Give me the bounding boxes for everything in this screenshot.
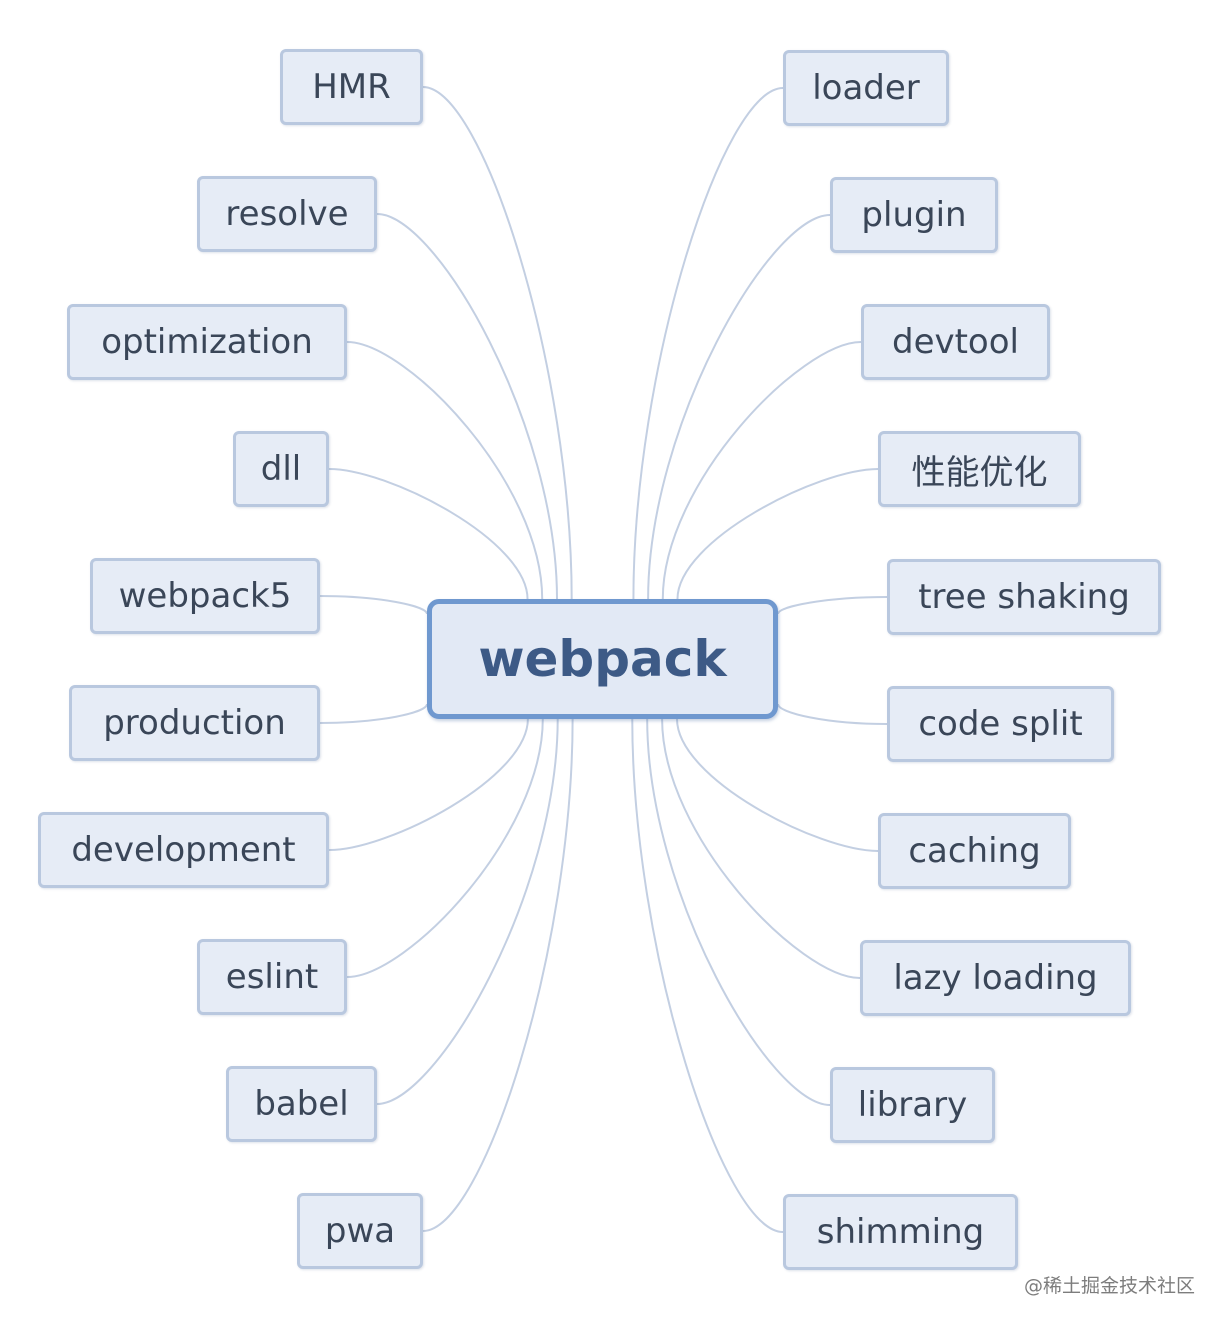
root-node-webpack[interactable]: webpack (427, 599, 778, 719)
connector-line-10 (632, 87, 784, 600)
node-dll[interactable]: dll (233, 431, 329, 507)
connector-line-12 (661, 341, 862, 600)
watermark-text: @稀土掘金技术社区 (1024, 1275, 1196, 1297)
connector-line-8 (376, 718, 559, 1105)
connector-line-1 (376, 213, 559, 600)
node-lazy-loading[interactable]: lazy loading (860, 940, 1131, 1016)
node-production[interactable]: production (69, 685, 320, 761)
connector-line-0 (422, 86, 573, 600)
connector-line-13 (676, 468, 879, 600)
connector-line-19 (631, 718, 784, 1233)
node-webpack5[interactable]: webpack5 (90, 558, 320, 634)
node-hmr[interactable]: HMR (280, 49, 423, 125)
connector-line-18 (646, 718, 831, 1106)
connector-line-3 (328, 468, 529, 600)
node-tree-shaking[interactable]: tree shaking (887, 559, 1161, 635)
connector-line-2 (346, 341, 544, 600)
connector-line-14 (777, 596, 888, 615)
connector-line-7 (346, 718, 544, 978)
node-pwa[interactable]: pwa (297, 1193, 423, 1269)
connector-line-4 (319, 595, 428, 615)
node-resolve[interactable]: resolve (197, 176, 377, 252)
node-eslint[interactable]: eslint (197, 939, 347, 1015)
node-shimming[interactable]: shimming (783, 1194, 1018, 1270)
node-caching[interactable]: caching (878, 813, 1071, 889)
connector-line-15 (777, 703, 888, 725)
connector-line-11 (647, 214, 831, 600)
node-loader[interactable]: loader (783, 50, 949, 126)
node-development[interactable]: development (38, 812, 329, 888)
node-library[interactable]: library (830, 1067, 995, 1143)
node-babel[interactable]: babel (226, 1066, 377, 1142)
node-code-split[interactable]: code split (887, 686, 1114, 762)
connector-line-9 (422, 718, 574, 1232)
node-optimization[interactable]: optimization (67, 304, 347, 380)
connector-line-6 (328, 718, 529, 851)
connector-line-16 (676, 718, 879, 852)
connector-line-5 (319, 703, 428, 724)
node-devtool[interactable]: devtool (861, 304, 1050, 380)
node-performance-optimization[interactable]: 性能优化 (878, 431, 1081, 507)
node-plugin[interactable]: plugin (830, 177, 998, 253)
connector-line-17 (661, 718, 861, 979)
